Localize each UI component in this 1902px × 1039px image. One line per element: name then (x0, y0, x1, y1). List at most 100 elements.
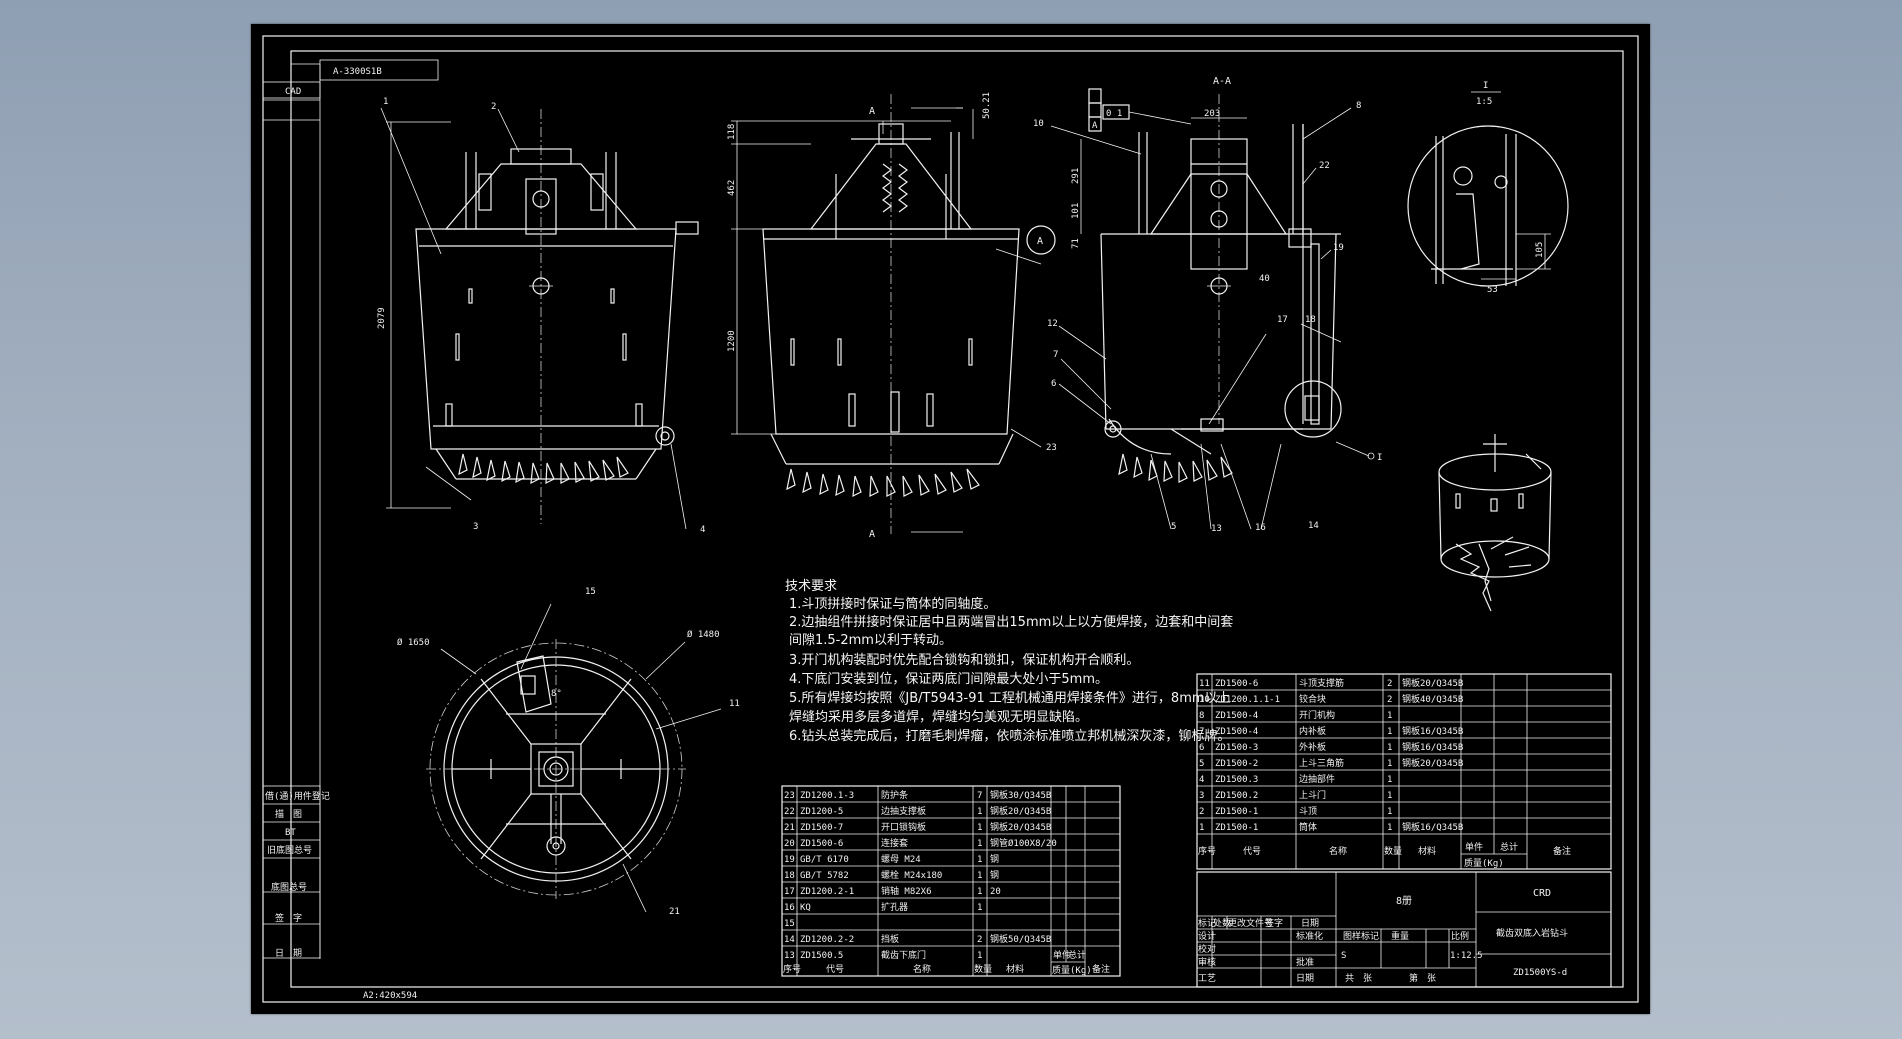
dia-1650: Ø 1650 (397, 637, 430, 648)
inner-border (290, 50, 1624, 988)
bom-l-r20-code: ZD1500-6 (800, 839, 843, 849)
bom-r-r4-name: 边抽部件 (1299, 773, 1335, 785)
bom-r-r7-code: ZD1500-4 (1215, 727, 1258, 737)
bom-l-r17-mat: 20 (990, 887, 1001, 897)
tech-line-1: 1.斗顶拼接时保证与筒体的同轴度。 (789, 596, 996, 612)
balloon-19: 19 (1333, 243, 1344, 253)
bom-l-r17-no: 17 (784, 887, 795, 897)
bom-r-r1-no: 1 (1199, 823, 1204, 833)
bom-l-r20-name: 连接套 (881, 837, 908, 849)
bom-l-h-qty: 数量 (974, 963, 992, 975)
bom-r-r7-no: 7 (1199, 727, 1204, 737)
isometric-view (1438, 434, 1552, 612)
bom-l-r17-code: ZD1200.2-1 (800, 887, 854, 897)
bom-r-h-total: 总计 (1500, 841, 1518, 853)
dim-2079: 2079 (377, 307, 387, 329)
bom-l-r21-mat: 钢板20/Q345B (990, 821, 1051, 833)
balloon-1: 1 (383, 97, 388, 107)
strip-label-date: 日 期 (275, 948, 302, 959)
bom-l-r21-code: ZD1500-7 (800, 823, 843, 833)
bom-l-r22-qty: 1 (977, 807, 982, 817)
bom-l-r18-mat: 钢 (990, 869, 999, 881)
bom-l-r22-code: ZD1200-5 (800, 807, 843, 817)
tech-line-6: 5.所有焊接均按照《JB/T5943-91 工程机械通用焊接条件》进行，8mm以… (789, 690, 1231, 706)
section-label: A-A (1213, 76, 1231, 87)
tb-company: CRD (1533, 888, 1551, 899)
bom-l-r23-mat: 钢板30/Q345B (990, 789, 1051, 801)
angle-8: 8° (551, 689, 562, 699)
balloon-17: 17 (1277, 315, 1288, 325)
bom-l-h-no: 序号 (783, 963, 801, 975)
strip-label-trace: 描 图 (275, 808, 302, 820)
strip-label-bt: BT (285, 828, 296, 838)
top-label: A-3300S1B (333, 67, 382, 77)
bom-r-r5-code: ZD1500-2 (1215, 759, 1258, 769)
bom-r-h-code: 代号 (1243, 846, 1261, 857)
balloon-4: 4 (700, 525, 705, 535)
balloon-6: 6 (1051, 379, 1056, 389)
bom-l-r13-code: ZD1500.5 (800, 951, 843, 961)
tech-line-2: 2.边抽组件拼接时保证居中且两端冒出15mm以上以方便焊接，边套和中间套 (789, 614, 1233, 630)
bom-r-r6-mat: 钢板16/Q345B (1402, 741, 1463, 753)
outer-border (262, 35, 1639, 1003)
bom-r-r11-qty: 2 (1387, 679, 1392, 689)
balloon-5: 5 (1171, 522, 1176, 532)
tb-role-check: 校对 (1198, 943, 1216, 955)
dim-101: 101 (1071, 203, 1081, 219)
strip-label-base-no: 底图总号 (271, 881, 307, 893)
bom-r-r2-name: 斗顶 (1299, 806, 1317, 817)
bom-right: 11 ZD1500-6 斗顶支撑筋 2 钢板20/Q345B 10 ZD1200… (1196, 673, 1612, 870)
tb-role-design: 设计 (1198, 930, 1216, 942)
bom-l-r21-name: 开口锁钩板 (881, 821, 926, 833)
bom-l-r14-no: 14 (784, 935, 795, 945)
bom-r-r4-qty: 1 (1387, 775, 1392, 785)
bom-l-h-note: 备注 (1092, 963, 1110, 975)
detail-scale: 1:5 (1476, 97, 1492, 107)
bom-r-h-note: 备注 (1553, 845, 1571, 857)
bom-l-r23-no: 23 (784, 791, 795, 801)
bom-l-r15-no: 15 (784, 919, 795, 929)
tb-stage-value: S (1341, 951, 1346, 961)
dim-1200: 1200 (727, 330, 737, 352)
bom-r-h-name: 名称 (1329, 845, 1347, 857)
balloon-10: 10 (1033, 119, 1044, 129)
balloon-22: 22 (1319, 161, 1330, 171)
dim-291: 291 (1071, 168, 1081, 184)
balloon-8: 8 (1356, 101, 1361, 111)
bom-r-h-qty: 数量 (1384, 845, 1402, 857)
balloon-12: 12 (1047, 319, 1058, 329)
bom-r-r3-code: ZD1500.2 (1215, 791, 1258, 801)
left-strip: 借(通)用件登记 描 图 BT 旧底图总号 底图总号 签 字 日 期 (262, 785, 330, 959)
bom-r-r1-mat: 钢板16/Q345B (1402, 821, 1463, 833)
bom-r-r2-qty: 1 (1387, 807, 1392, 817)
bom-l-r23-name: 防护条 (881, 789, 908, 801)
drawing-sheet: A-3300S1B CAD 借(通)用件登记 描 图 BT 旧底图总号 底图总号… (251, 24, 1650, 1014)
balloon-2: 2 (491, 102, 496, 112)
detail-marker: I (1377, 453, 1382, 463)
balloon-23: 23 (1046, 443, 1057, 453)
bom-l-r20-no: 20 (784, 839, 795, 849)
bom-r-r8-name: 开门机构 (1299, 709, 1335, 721)
strip-label-sign: 签 字 (275, 912, 302, 924)
tech-line-4: 3.开门机构装配时优先配合锁钩和锁扣，保证机构开合顺利。 (789, 652, 1139, 668)
tech-line-3: 间隙1.5-2mm以利于转动。 (789, 633, 952, 648)
bom-r-r10-qty: 2 (1387, 695, 1392, 705)
tb-drawing-no: ZD1500YS-d (1513, 968, 1567, 978)
bom-left: 23 ZD1200.1-3 防护条 7 钢板30/Q345B 22 ZD1200… (781, 785, 1121, 977)
tb-count: 处数 (1213, 917, 1231, 929)
tb-scale-label: 比例 (1451, 930, 1469, 942)
dim-5021: 50.21 (982, 92, 992, 119)
bom-l-r20-mat: 钢管Ø100X8/20 (990, 837, 1057, 849)
tb-stage-label: 图样标记 (1343, 930, 1379, 942)
bom-r-r7-mat: 钢板16/Q345B (1402, 725, 1463, 737)
balloon-14: 14 (1308, 521, 1319, 531)
bom-l-r14-code: ZD1200.2-2 (800, 935, 854, 945)
datum-a-box: A (1092, 121, 1098, 131)
bom-l-h-weight: 质量(Kg) (1052, 964, 1092, 976)
bom-l-r19-no: 19 (784, 855, 795, 865)
tb-change-doc: 更改文件号 (1228, 917, 1273, 929)
bom-r-r7-name: 内补板 (1299, 725, 1326, 737)
dim-71: 71 (1071, 238, 1081, 249)
bom-l-r13-qty: 1 (977, 951, 982, 961)
bom-r-r2-code: ZD1500-1 (1215, 807, 1258, 817)
